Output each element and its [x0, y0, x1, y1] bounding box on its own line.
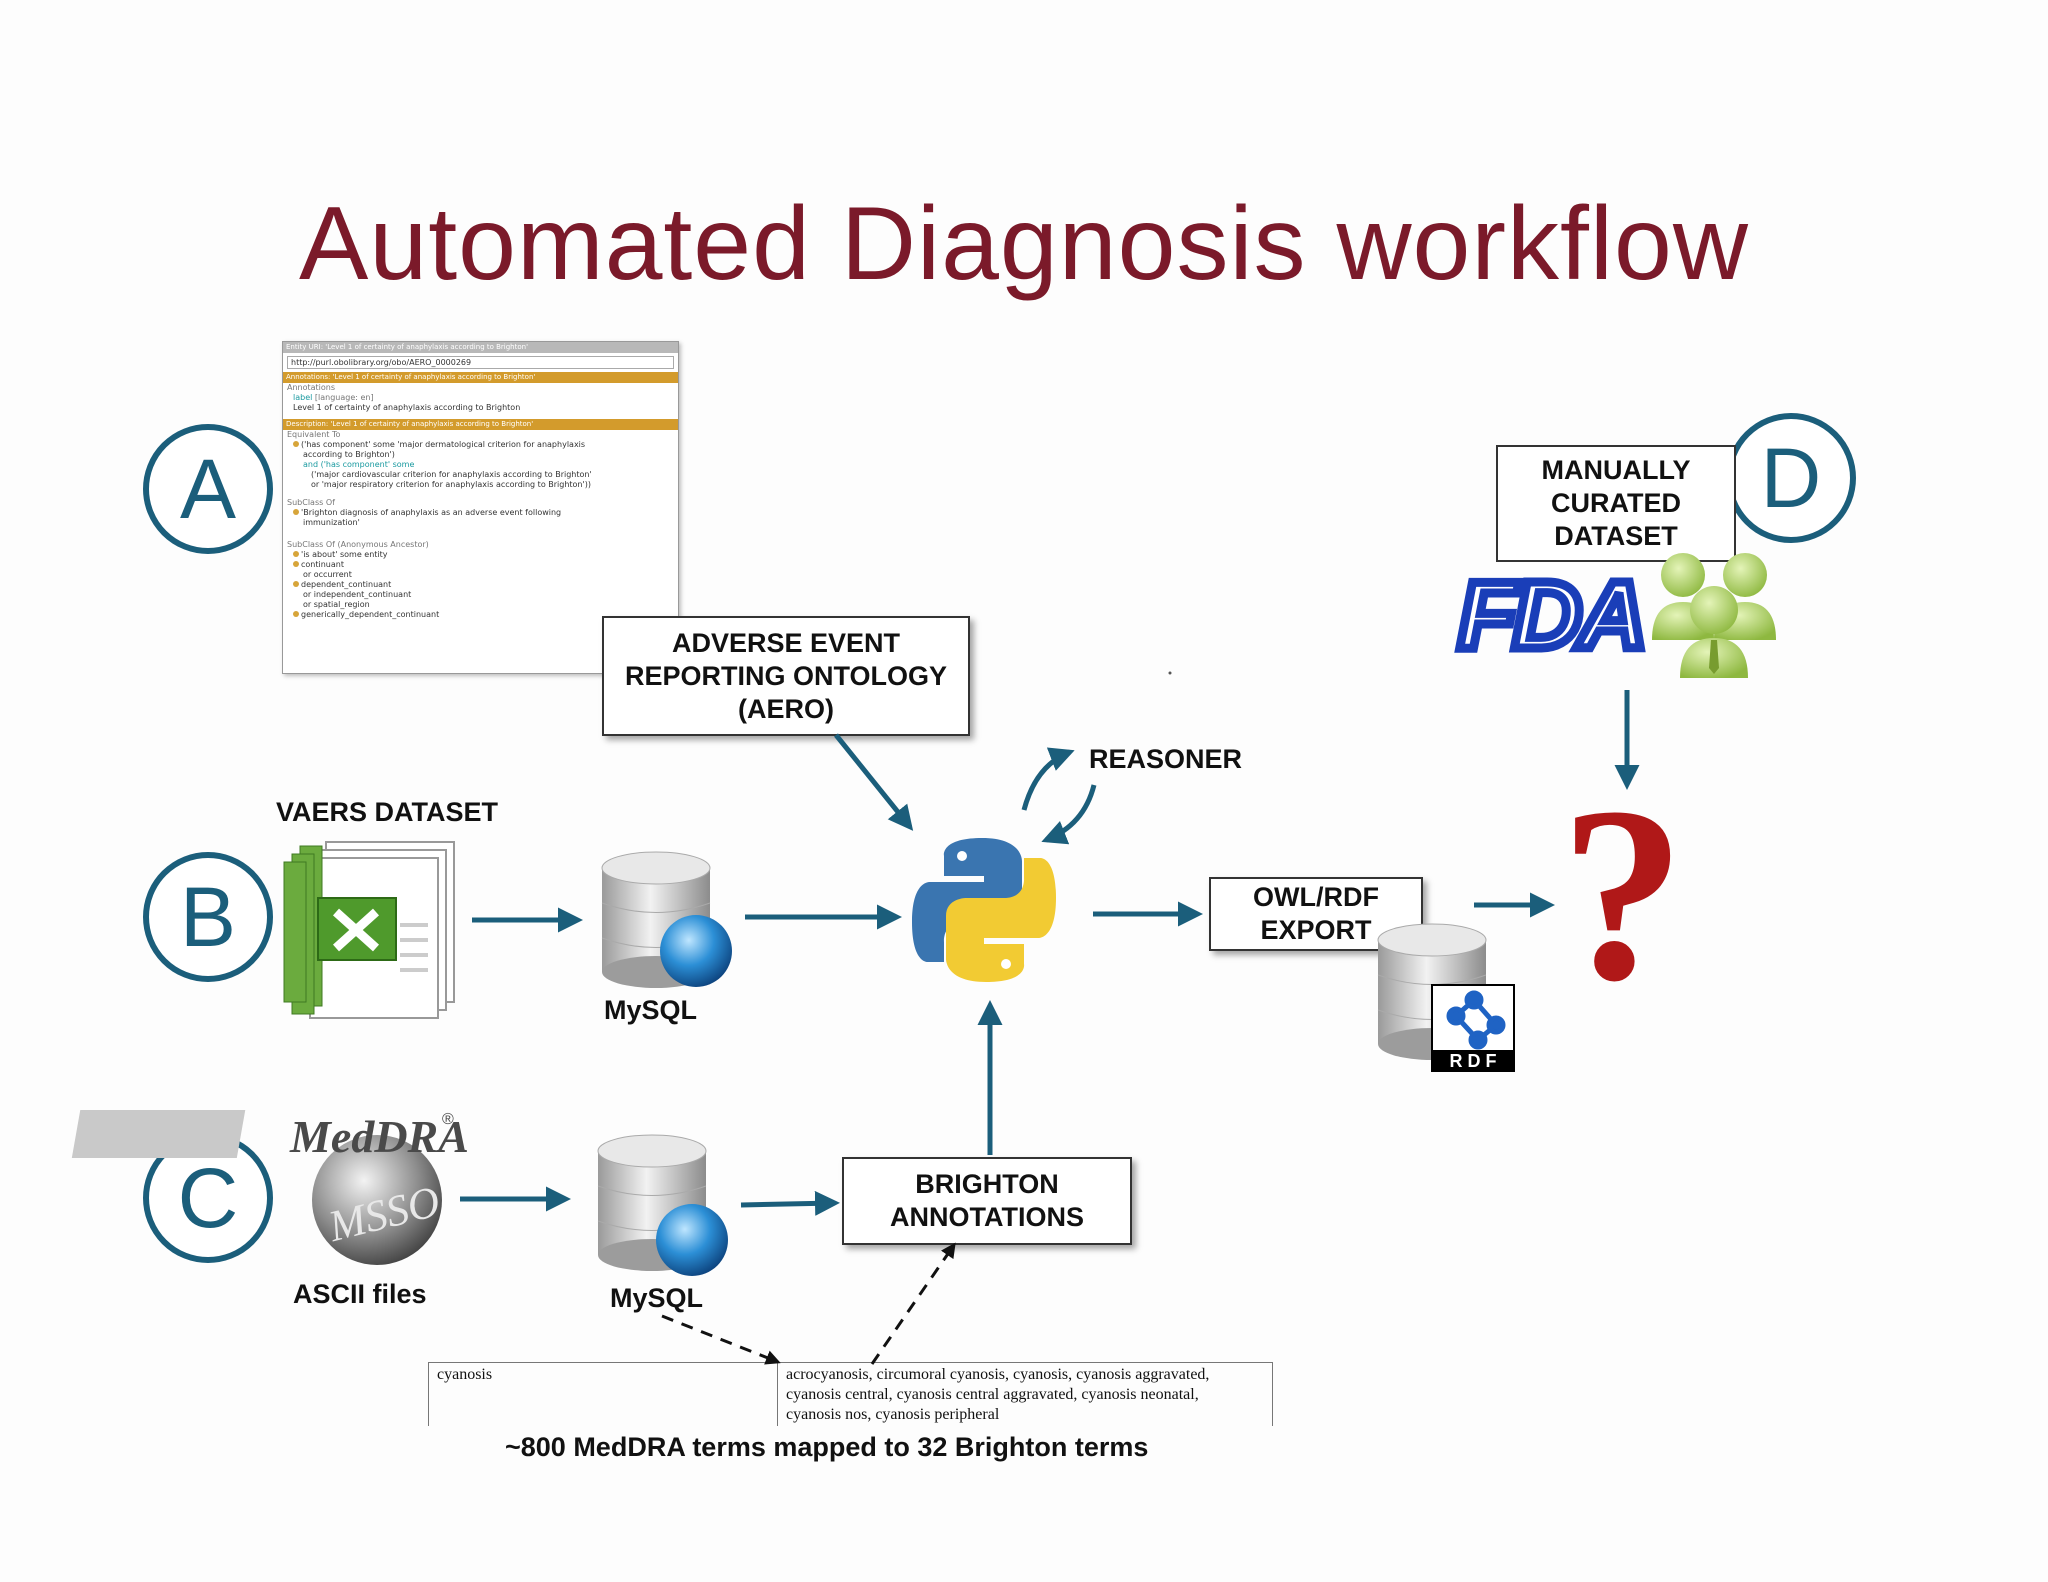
protege-anon-line: or spatial_region — [303, 600, 370, 609]
aero-box-line: (AERO) — [738, 693, 834, 724]
protege-uri-field: http://purl.obolibrary.org/obo/AERO_0000… — [287, 356, 674, 369]
mapping-table-matches: acrocyanosis, circumoral cyanosis, cyano… — [778, 1363, 1273, 1426]
protege-eq-line: ('major cardiovascular criterion for ana… — [311, 470, 592, 479]
reasoner-label: REASONER — [1089, 744, 1243, 774]
fda-logo-text: FDA — [1458, 562, 1643, 669]
mapping-caption: ~800 MedDRA terms mapped to 32 Brighton … — [505, 1432, 1149, 1462]
marker-b: B — [143, 852, 273, 982]
protege-eq-line: or 'major respiratory criterion for anap… — [311, 480, 591, 489]
mapping-table: cyanosis acrocyanosis, circumoral cyanos… — [428, 1362, 1273, 1426]
protege-anon-line: generically_dependent_continuant — [301, 610, 440, 619]
curated-box-line: CURATED — [1551, 488, 1681, 518]
ascii-files-label: ASCII files — [293, 1279, 427, 1309]
marker-b-label: B — [179, 869, 237, 964]
class-dot-icon — [293, 509, 299, 515]
question-mark: ? — [1560, 756, 1685, 1033]
vaers-dataset-label: VAERS DATASET — [276, 797, 499, 827]
protege-description-bar: Description: 'Level 1 of certainty of an… — [283, 419, 678, 430]
owl-box-line: EXPORT — [1260, 915, 1372, 945]
brighton-annotations-box: BRIGHTON ANNOTATIONS — [842, 1157, 1132, 1245]
arrow-mysql-to-brighton — [740, 1190, 840, 1216]
curated-box-line: DATASET — [1554, 521, 1678, 551]
class-dot-icon — [293, 441, 299, 447]
protege-subclass-anon: SubClass Of (Anonymous Ancestor) — [287, 540, 429, 549]
aero-box: ADVERSE EVENT REPORTING ONTOLOGY (AERO) — [602, 616, 970, 736]
protege-anon-line: or occurrent — [303, 570, 352, 579]
protege-label-lang: [language: en] — [314, 393, 374, 402]
class-dot-icon — [293, 561, 299, 567]
protege-subclass-of: SubClass Of — [287, 498, 335, 507]
registered-mark: ® — [442, 1111, 454, 1128]
marker-c: C — [143, 1133, 273, 1263]
mysql-database-icon — [601, 851, 732, 988]
class-dot-icon — [293, 581, 299, 587]
globe-icon — [656, 1204, 728, 1276]
owl-box-line: OWL/RDF — [1253, 882, 1379, 912]
protege-label-key: label — [293, 393, 313, 402]
aero-box-line: ADVERSE EVENT — [671, 627, 901, 658]
mysql-top-label: MySQL — [604, 995, 698, 1025]
rdf-database-icon: R D F — [1377, 923, 1515, 1072]
mysql-bottom-label: MySQL — [610, 1283, 704, 1313]
excel-files-icon — [283, 841, 455, 1019]
protege-anon-line: or independent_continuant — [303, 590, 412, 599]
class-dot-icon — [293, 611, 299, 617]
page-title: Automated Diagnosis workflow — [299, 186, 1749, 302]
reasoner-arrow-down — [1041, 784, 1097, 845]
mapping-table-match-line: cyanosis nos, cyanosis peripheral — [786, 1406, 1000, 1423]
marker-d-label: D — [1760, 430, 1822, 525]
flow-arrows — [460, 690, 1640, 1216]
protege-label-value: Level 1 of certainty of anaphylaxis acco… — [293, 403, 521, 412]
protege-anon-line: dependent_continuant — [301, 580, 392, 589]
fda-logo-icon: FDA — [1454, 558, 1652, 674]
brighton-box-line: BRIGHTON — [915, 1169, 1059, 1199]
people-group-icon — [1652, 553, 1776, 678]
protege-ontology-screenshot: Entity URI: 'Level 1 of certainty of ana… — [282, 341, 679, 674]
protege-annotations-label: Annotations — [287, 383, 336, 392]
protege-entity-bar: Entity URI: 'Level 1 of certainty of ana… — [283, 342, 678, 353]
protege-anon-line: 'is about' some entity — [301, 550, 388, 559]
owl-rdf-export-box: OWL/RDF EXPORT — [1209, 877, 1423, 951]
aero-box-line: REPORTING ONTOLOGY — [624, 660, 948, 691]
brighton-box-line: ANNOTATIONS — [890, 1202, 1084, 1232]
rdf-logo-text: R D F — [1450, 1051, 1497, 1071]
marker-c-label: C — [177, 1150, 239, 1245]
python-logo-icon — [912, 838, 1056, 982]
protege-annotations-bar: Annotations: 'Level 1 of certainty of an… — [283, 372, 678, 383]
protege-sub-line: immunization' — [303, 518, 360, 527]
mapping-table-term: cyanosis — [428, 1363, 778, 1426]
manually-curated-dataset-box: MANUALLY CURATED DATASET — [1496, 445, 1736, 562]
marker-d: D — [1726, 413, 1856, 543]
marker-a: A — [143, 424, 273, 554]
reasoner-arrow-up — [1021, 747, 1075, 811]
dashed-arrow-table-to-brighton — [870, 1242, 956, 1365]
mapping-table-match-line: cyanosis central, cyanosis central aggra… — [786, 1386, 1199, 1403]
protege-anon-line: continuant — [301, 560, 344, 569]
protege-sub-line: 'Brighton diagnosis of anaphylaxis as an… — [301, 508, 562, 517]
protege-eq-line: ('has component' some 'major dermatologi… — [301, 440, 586, 449]
mysql-database-icon — [597, 1134, 728, 1276]
meddra-logo-icon: MedDRA ® MSSO — [71, 1110, 469, 1265]
mapping-table-match-line: acrocyanosis, circumoral cyanosis, cyano… — [786, 1366, 1210, 1383]
arrow-aero-to-python — [834, 733, 914, 831]
protege-eq-line: according to Brighton') — [303, 450, 395, 459]
dashed-arrows — [661, 1242, 956, 1365]
dashed-arrow-mysql-to-table — [661, 1314, 781, 1365]
meddra-logo-text: MedDRA — [289, 1111, 469, 1162]
globe-icon — [660, 915, 732, 987]
marker-a-label: A — [179, 441, 237, 536]
curated-box-line: MANUALLY — [1541, 455, 1691, 485]
protege-equivalent-to: Equivalent To — [287, 430, 341, 439]
class-dot-icon — [293, 551, 299, 557]
protege-eq-line: and ('has component' some — [303, 460, 415, 469]
